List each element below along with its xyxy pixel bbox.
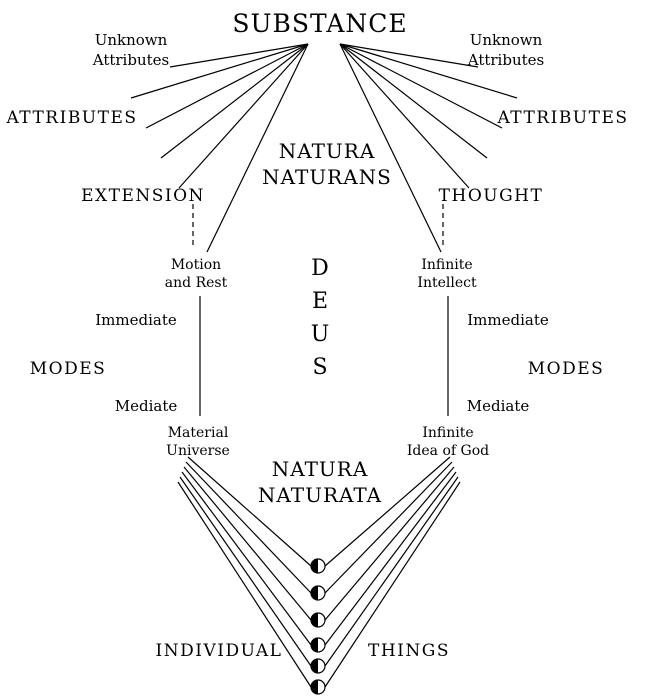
substance-fan-right	[339, 43, 518, 253]
label-line: NATURA	[278, 139, 376, 163]
unknown-attributes-right: Unknown Attributes	[468, 31, 544, 70]
individual-thing-node	[310, 679, 326, 695]
individual-things-fan-left	[177, 456, 312, 688]
label-line: Attributes	[92, 50, 170, 69]
label-line: NATURATA	[257, 483, 383, 507]
individual-thing-node	[310, 637, 326, 653]
material-universe-label: Material Universe	[166, 424, 230, 460]
label-line: Universe	[166, 443, 230, 460]
thought-label: THOUGHT	[438, 186, 544, 206]
deus-letter: S	[312, 355, 328, 380]
deus-letter: E	[311, 289, 329, 314]
mediate-right-label: Mediate	[466, 397, 530, 415]
immediate-right-label: Immediate	[467, 311, 549, 329]
deus-letter: D	[311, 256, 329, 281]
infinite-intellect-label: Infinite Intellect	[417, 256, 476, 292]
individual-thing-node	[310, 658, 326, 674]
individual-thing-node	[310, 612, 326, 628]
motion-and-rest-label: Motion and Rest	[165, 256, 227, 292]
label-line: Infinite	[422, 425, 474, 441]
natura-naturans-title: NATURA NATURANS	[262, 138, 392, 190]
individual-thing-node	[310, 585, 326, 601]
unknown-attributes-left: Unknown Attributes	[93, 31, 169, 70]
deus-letter: U	[310, 322, 330, 347]
substance-fan-left	[130, 43, 309, 253]
label-line: NATURA	[271, 457, 369, 481]
label-line: Intellect	[417, 275, 477, 292]
individual-label: INDIVIDUAL	[155, 641, 283, 661]
extension-label: EXTENSION	[81, 186, 205, 206]
individual-things-fan-right	[324, 456, 461, 688]
modes-left-label: MODES	[29, 359, 107, 379]
immediate-left-label: Immediate	[95, 311, 177, 329]
individual-thing-nodes	[310, 558, 326, 695]
label-line: Unknown	[469, 31, 543, 49]
things-label: THINGS	[368, 641, 450, 661]
deus-label: D E U S	[311, 256, 330, 380]
infinite-idea-of-god-label: Infinite Idea of God	[407, 424, 489, 460]
label-line: Infinite	[421, 257, 473, 273]
label-line: Unknown	[94, 31, 168, 49]
label-line: and Rest	[164, 275, 228, 292]
label-line: NATURANS	[262, 165, 392, 189]
label-line: Material	[167, 425, 229, 441]
mediate-left-label: Mediate	[114, 397, 178, 415]
modes-right-label: MODES	[527, 359, 605, 379]
label-line: Idea of God	[406, 443, 490, 460]
label-line: Motion	[170, 257, 222, 273]
label-line: Attributes	[467, 50, 545, 69]
attributes-right: ATTRIBUTES	[497, 108, 629, 128]
individual-thing-node	[310, 558, 326, 574]
attributes-left: ATTRIBUTES	[6, 108, 138, 128]
substance-title: SUBSTANCE	[232, 9, 408, 38]
natura-naturata-title: NATURA NATURATA	[258, 456, 382, 508]
